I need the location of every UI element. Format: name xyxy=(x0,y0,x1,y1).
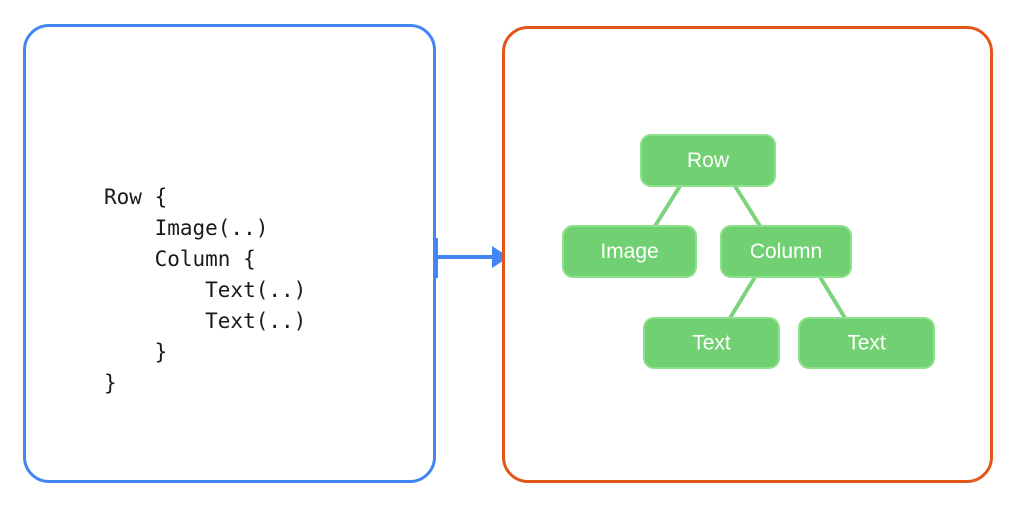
tree-edge-row-to-image xyxy=(653,184,682,228)
arrow-head-icon xyxy=(492,246,509,268)
tree-node-text1[interactable]: Text xyxy=(643,317,780,369)
tree-node-image[interactable]: Image xyxy=(562,225,697,278)
tree-node-column-label: Column xyxy=(750,240,822,263)
tree-node-image-box xyxy=(562,225,697,278)
code-panel: Row { Image(..) Column { Text(..) Text(.… xyxy=(23,24,436,483)
tree-node-column-box xyxy=(720,225,852,278)
tree-node-row-box xyxy=(640,134,776,187)
tree-edge-column-to-text1 xyxy=(728,275,757,320)
tree-edge-row-to-column xyxy=(733,184,762,228)
tree-node-row-label: Row xyxy=(687,149,730,172)
tree-node-text2-box xyxy=(798,317,935,369)
tree-node-column[interactable]: Column xyxy=(720,225,852,278)
tree-node-text1-label: Text xyxy=(692,332,731,355)
tree-edge-group xyxy=(653,184,847,320)
tree-node-text1-box xyxy=(643,317,780,369)
layout-code-block: Row { Image(..) Column { Text(..) Text(.… xyxy=(104,185,307,395)
transform-arrow xyxy=(434,238,509,278)
tree-node-row[interactable]: Row xyxy=(640,134,776,187)
tree-node-image-label: Image xyxy=(600,240,658,263)
tree-edge-column-to-text2 xyxy=(818,275,847,320)
tree-node-text2-label: Text xyxy=(847,332,886,355)
tree-node-text2[interactable]: Text xyxy=(798,317,935,369)
